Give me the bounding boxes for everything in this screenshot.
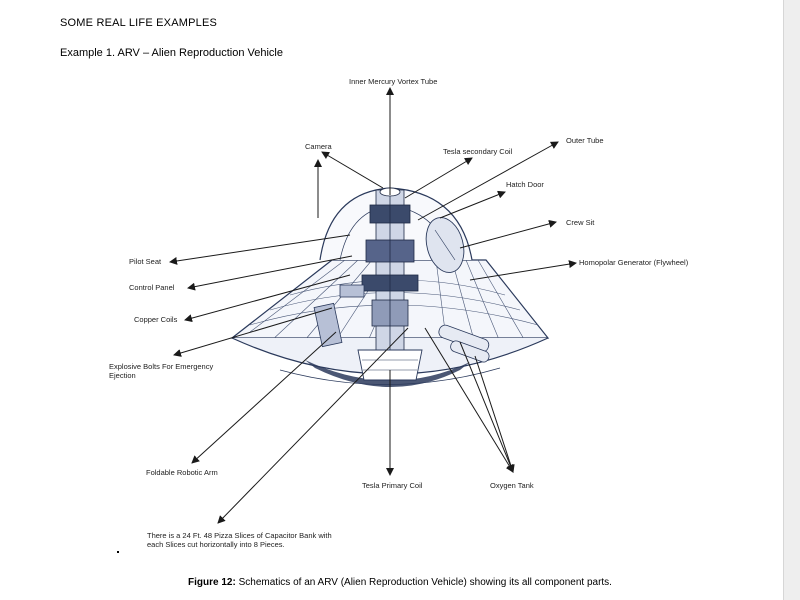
label-tesla-primary-coil: Tesla Primary Coil — [362, 481, 423, 490]
label-hatch-door: Hatch Door — [506, 180, 544, 189]
label-copper-coils: Copper Coils — [134, 315, 178, 324]
central-column — [361, 187, 419, 360]
oxygen-tanks — [438, 324, 490, 363]
section-heading: SOME REAL LIFE EXAMPLES — [60, 17, 218, 29]
label-explosive-bolts: Explosive Bolts For Emergency Ejection — [109, 362, 214, 380]
stray-dot — [117, 551, 119, 553]
label-foldable-robotic-arm: Foldable Robotic Arm — [146, 468, 218, 477]
label-pilot-seat: Pilot Seat — [129, 257, 162, 266]
label-camera: Camera — [305, 142, 332, 151]
page-edge — [783, 0, 800, 600]
label-control-panel: Control Panel — [129, 283, 175, 292]
caption-text: Schematics of an ARV (Alien Reproduction… — [235, 577, 612, 588]
interior-left — [313, 284, 365, 348]
label-tesla-secondary-coil: Tesla secondary Coil — [443, 147, 513, 156]
label-homopolar-generator: Homopolar Generator (Flywheel) — [579, 258, 689, 267]
leader-lines — [169, 87, 577, 524]
label-inner-mercury-vortex-tube: Inner Mercury Vortex Tube — [349, 77, 438, 86]
label-oxygen-tank: Oxygen Tank — [490, 481, 534, 490]
arv-schematic-figure: Inner Mercury Vortex Tube Camera Tesla s… — [100, 70, 710, 560]
arv-schematic-drawing — [169, 87, 577, 524]
label-crew-sit: Crew Sit — [566, 218, 595, 227]
hatch-door — [425, 217, 465, 273]
label-capacitor-bank: There is a 24 Ft. 48 Pizza Slices of Cap… — [147, 531, 332, 549]
label-outer-tube: Outer Tube — [566, 136, 604, 145]
figure-caption: Figure 12: Schematics of an ARV (Alien R… — [0, 577, 800, 588]
example-heading: Example 1. ARV – Alien Reproduction Vehi… — [60, 47, 283, 59]
caption-label: Figure 12: — [188, 577, 236, 588]
